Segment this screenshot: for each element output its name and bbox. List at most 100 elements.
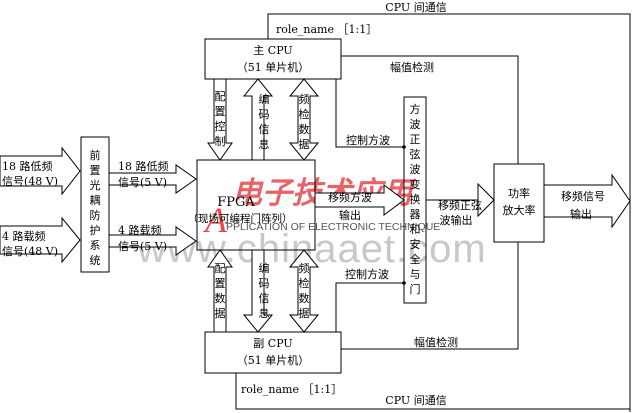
converter-label: 方 波 正 弦 波 变 换 器 和 安 全 与 门 (410, 102, 421, 296)
top-amp-detect-line (341, 55, 519, 164)
main-cpu-subtitle: （51 单片机） (237, 60, 310, 74)
input-carrier-5v-line2: 信号(5 V) (118, 240, 167, 253)
svg-text:检: 检 (299, 276, 310, 290)
bottom-encode-label: 编 码 信 息 (259, 261, 270, 320)
svg-text:光: 光 (90, 178, 101, 192)
sub-cpu-title: 副 CPU (253, 337, 292, 350)
arrow-bottom-config (207, 249, 233, 333)
svg-text:正: 正 (410, 133, 421, 146)
top-control-label: 控制方波 (346, 133, 390, 147)
amplifier-line1: 功率 (508, 186, 530, 200)
amplifier-box (493, 163, 545, 243)
input-carrier-48v-line2: 信号(48 V) (2, 245, 58, 258)
bottom-bus-label: CPU 间通信 (385, 394, 446, 407)
top-encode-label: 编 码 信 息 (259, 92, 270, 151)
svg-text:安: 安 (410, 237, 421, 251)
svg-text:码: 码 (259, 277, 270, 290)
svg-text:息: 息 (259, 137, 270, 151)
top-amp-detect-label: 幅值检测 (390, 60, 434, 74)
watermark-logo-initial: A (203, 200, 228, 240)
svg-text:系: 系 (90, 239, 101, 252)
svg-text:数: 数 (215, 292, 226, 305)
input-low-48v-line1: 18 路低频 (2, 159, 53, 173)
svg-text:换: 换 (410, 192, 421, 206)
svg-text:制: 制 (215, 135, 226, 148)
arrow-amp-output (543, 173, 631, 229)
arrow-bottom-freq-data (288, 249, 320, 333)
svg-text:编: 编 (259, 261, 270, 275)
svg-text:波: 波 (410, 163, 421, 176)
svg-text:据: 据 (299, 306, 310, 320)
fpga-subtitle: （现场可编程门阵列） (188, 212, 293, 225)
optocoupler-box (80, 136, 110, 273)
svg-text:控: 控 (215, 119, 226, 133)
arrow-bottom-encode (242, 249, 274, 333)
svg-text:数: 数 (299, 292, 310, 305)
svg-text:频: 频 (299, 261, 310, 275)
svg-text:统: 统 (90, 254, 101, 267)
top-role-label: role_name ［1:1］ (276, 23, 377, 36)
svg-text:前: 前 (90, 148, 101, 162)
sub-cpu-box (204, 331, 342, 374)
svg-text:门: 门 (410, 282, 421, 296)
arrow-sine-to-amp (477, 182, 495, 218)
main-cpu-title: 主 CPU (253, 44, 292, 57)
sub-cpu-subtitle: （51 单片机） (237, 353, 310, 367)
top-freq-data-label: 频 检 数 据 (299, 92, 310, 151)
svg-text:器: 器 (410, 208, 421, 221)
svg-text:护: 护 (90, 223, 101, 237)
signal-output-line2: 输出 (570, 207, 592, 221)
sine-output-line1: 移频正弦 (438, 198, 482, 212)
svg-text:数: 数 (299, 123, 310, 136)
input-low-5v-line1: 18 路低频 (118, 159, 169, 173)
bottom-role-label: role_name ［1:1］ (241, 383, 342, 396)
svg-text:息: 息 (259, 306, 270, 320)
watermark-subtitle: PPLICATION OF ELECTRONIC TECHNIQUE (226, 221, 440, 233)
arrow-input-carrier-48v (0, 216, 81, 264)
svg-text:编: 编 (259, 92, 270, 106)
svg-text:据: 据 (215, 306, 226, 320)
svg-text:变: 变 (410, 177, 421, 191)
svg-text:信: 信 (259, 123, 270, 136)
arrow-top-freq-data (288, 78, 320, 161)
arrow-input-low-48v (0, 146, 81, 196)
svg-text:信: 信 (259, 292, 270, 305)
svg-text:与: 与 (410, 268, 421, 281)
optocoupler-label: 前 置 光 耦 防 护 系 统 (90, 148, 101, 267)
amplifier-line2: 放大率 (503, 203, 536, 217)
arrow-top-encode (242, 78, 274, 161)
top-control-line (335, 79, 404, 148)
input-carrier-48v-line1: 4 路载频 (2, 229, 46, 243)
freq-shift-label-2: 输出 (339, 208, 361, 222)
svg-text:频: 频 (299, 92, 310, 106)
bottom-control-line (335, 282, 404, 332)
signal-output-line1: 移频信号 (561, 189, 605, 203)
svg-text:置: 置 (215, 105, 226, 118)
svg-text:码: 码 (259, 108, 270, 121)
input-low-5v-line2: 信号(5 V) (118, 176, 167, 189)
svg-text:和: 和 (410, 223, 421, 236)
freq-shift-label-1: 移频方波 (328, 190, 372, 204)
arrow-freq-shift-out (314, 184, 405, 216)
fpga-title: FPGA (217, 195, 255, 210)
main-cpu-box (204, 38, 342, 80)
arrow-top-config (207, 78, 233, 161)
svg-text:据: 据 (299, 137, 310, 151)
bottom-control-label: 控制方波 (345, 267, 389, 281)
top-config-label: 配 置 控 制 (215, 90, 226, 148)
svg-text:耦: 耦 (90, 194, 101, 207)
svg-text:配: 配 (215, 90, 226, 103)
svg-text:置: 置 (215, 277, 226, 290)
sine-output-line2: 波输出 (440, 213, 473, 227)
bottom-freq-data-label: 频 检 数 据 (299, 261, 310, 320)
svg-text:弦: 弦 (410, 147, 421, 161)
bottom-bus-line (235, 373, 630, 410)
svg-text:防: 防 (90, 208, 101, 222)
bottom-amp-detect-line (341, 242, 519, 350)
input-low-48v-line2: 信号(48 V) (2, 175, 58, 188)
svg-text:波: 波 (410, 118, 421, 131)
svg-text:检: 检 (299, 107, 310, 121)
bottom-config-label: 配 置 数 据 (215, 262, 226, 320)
svg-text:方: 方 (410, 102, 421, 116)
arrow-carrier-5v (108, 226, 197, 256)
